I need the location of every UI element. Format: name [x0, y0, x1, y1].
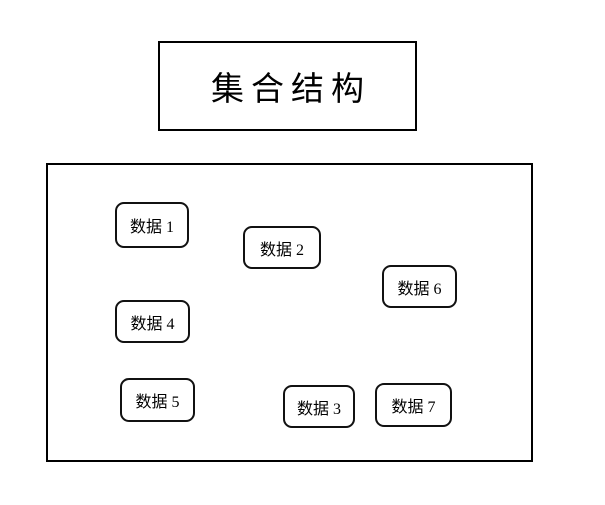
- diagram-title: 集合结构: [211, 72, 371, 108]
- data-node-6: 数据 6: [382, 265, 457, 308]
- data-node-3: 数据 3: [283, 385, 355, 428]
- data-node-7: 数据 7: [375, 383, 452, 427]
- title-box: 集合结构: [158, 41, 417, 131]
- set-container: 数据 1 数据 2 数据 6 数据 4 数据 5 数据 3 数据 7: [46, 163, 533, 462]
- data-node-1: 数据 1: [115, 202, 189, 248]
- data-node-5: 数据 5: [120, 378, 195, 422]
- data-node-2: 数据 2: [243, 226, 321, 269]
- data-node-4: 数据 4: [115, 300, 190, 343]
